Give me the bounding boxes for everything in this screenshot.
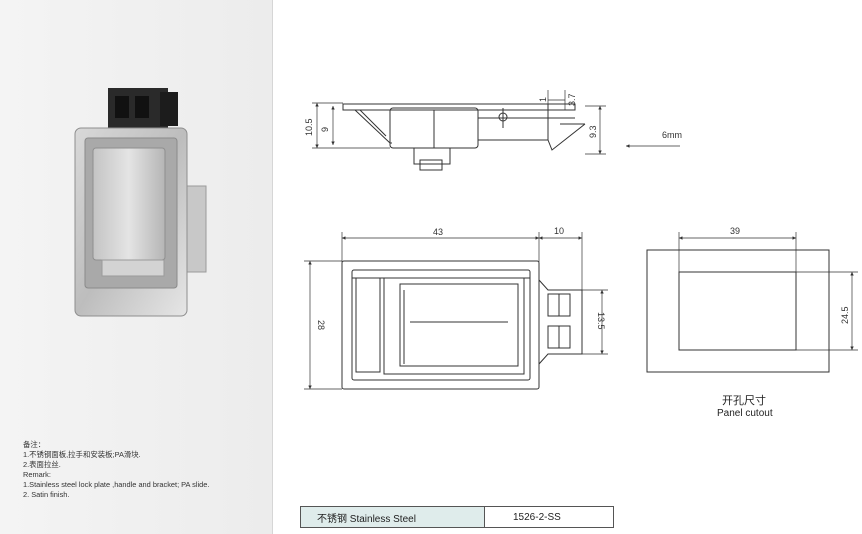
latch-product-image bbox=[74, 88, 207, 317]
notes-block: 备注： 1.不锈钢面板,拉手和安装板;PA滑块. 2.表面拉丝. Remark:… bbox=[23, 440, 263, 500]
remark-line-2: 2. Satin finish. bbox=[23, 490, 70, 499]
dim-cutout-width: 39 bbox=[730, 226, 740, 236]
dim-top-height: 28 bbox=[316, 320, 326, 330]
spec-material: 不锈钢 Stainless Steel bbox=[301, 507, 485, 527]
remark-heading: Remark: bbox=[23, 470, 51, 479]
dim-slide-width: 10 bbox=[554, 226, 564, 236]
panel-cutout-title-zh: 开孔尺寸 bbox=[722, 395, 766, 407]
side-view-drawing bbox=[342, 103, 586, 171]
thickness-label: 6mm bbox=[662, 130, 682, 140]
top-view-drawing bbox=[341, 260, 583, 390]
dim-right-height: 9.3 bbox=[588, 125, 598, 138]
spec-table: 不锈钢 Stainless Steel 1526-2-SS bbox=[300, 506, 614, 528]
dim-top-width: 43 bbox=[433, 227, 443, 237]
dim-body-height: 9 bbox=[320, 127, 330, 132]
panel-cutout-dimensions bbox=[678, 232, 858, 351]
notes-line-2: 2.表面拉丝. bbox=[23, 460, 61, 469]
spec-code: 1526-2-SS bbox=[485, 507, 613, 527]
panel-cutout-drawing bbox=[646, 249, 830, 373]
side-view-dimensions bbox=[312, 90, 680, 155]
panel-divider bbox=[272, 0, 273, 534]
top-view-dimensions bbox=[304, 232, 608, 390]
notes-heading: 备注： bbox=[23, 440, 46, 449]
notes-line-1: 1.不锈钢面板,拉手和安装板;PA滑块. bbox=[23, 450, 141, 459]
dim-top-2: 3.7 bbox=[567, 93, 577, 106]
dim-overall-height: 10.5 bbox=[304, 118, 314, 136]
dim-slide-height: 13.5 bbox=[596, 312, 606, 330]
panel-cutout-title-en: Panel cutout bbox=[717, 408, 773, 419]
dim-cutout-height: 24.5 bbox=[840, 306, 850, 324]
dim-top-1: 1 bbox=[538, 97, 548, 102]
remark-line-1: 1.Stainless steel lock plate ,handle and… bbox=[23, 480, 210, 489]
